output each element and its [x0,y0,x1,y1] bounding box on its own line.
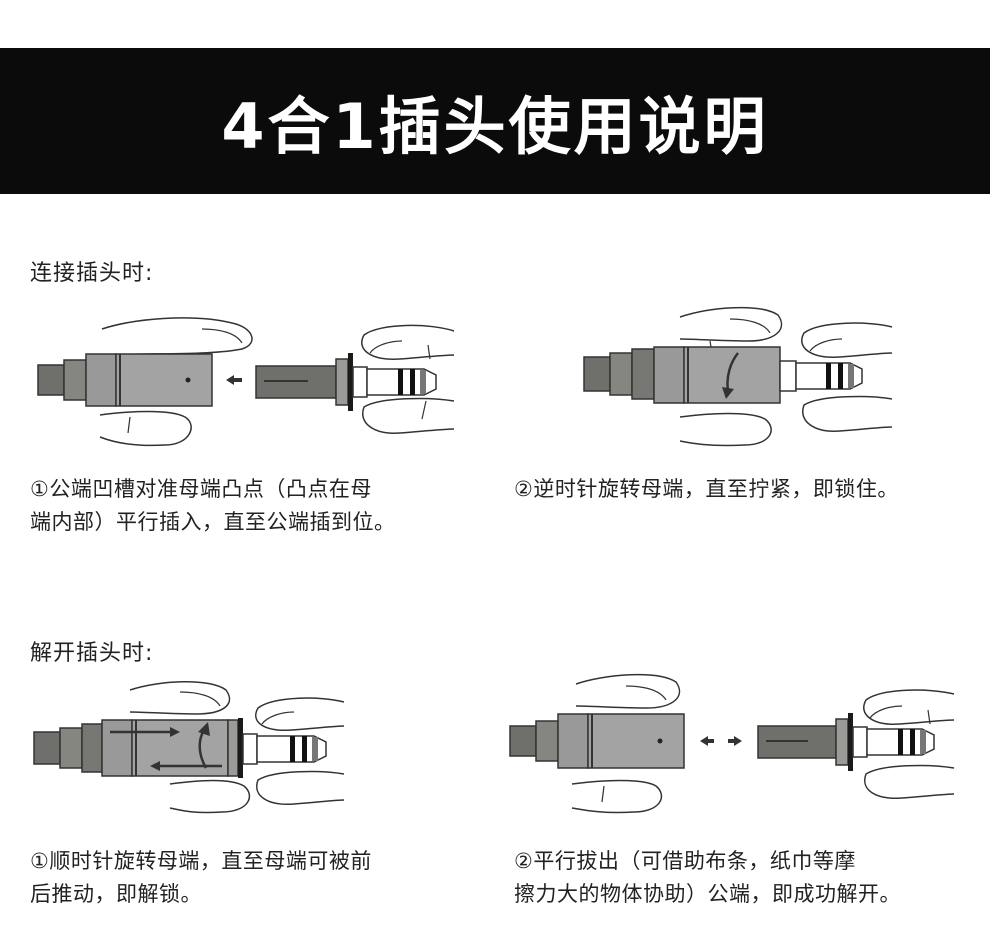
release-step1-line2: 后推动，即解锁。 [30,882,202,906]
title-banner: 4合1插头使用说明 [0,48,990,194]
straight-arrow-icon [110,727,222,771]
male-connector [242,733,327,765]
male-connector [255,353,437,411]
connect-step1-line1: ①公端凹槽对准母端凸点（凸点在母 [30,477,372,501]
arrow-left-icon [700,736,714,746]
female-connector [37,353,213,407]
connect-heading: 连接插头时: [30,261,154,286]
curved-arrow-icon [726,352,739,392]
connect-step1-caption: ①公端凹槽对准母端凸点（凸点在母 端内部）平行插入，直至公端插到位。 [30,473,396,539]
connect-rotate-illustration [583,306,893,447]
release-step2-line2: 擦力大的物体协助）公端，即成功解开。 [514,882,901,906]
arrow-left-icon [226,375,242,385]
release-heading: 解开插头时: [30,641,154,666]
hand-outline-icon [679,306,783,447]
female-connector [509,713,685,769]
connect-insert-illustration [37,317,455,447]
release-step2-line1: ②平行拔出（可借助布条，纸巾等摩 [514,849,856,873]
connect-step1-line2: 端内部）平行插入，直至公端插到位。 [30,510,396,534]
hand-outline-icon [255,697,345,805]
hand-outline-icon [99,317,253,447]
connect-step2-line1: ②逆时针旋转母端，直至拧紧，即锁住。 [514,477,899,501]
female-connector [583,346,781,404]
release-step1-line1: ①顺时针旋转母端，直至母端可被前 [30,849,372,873]
hand-outline-icon [361,324,455,434]
release-pull-illustration [509,673,955,814]
hand-outline-icon [129,681,251,814]
hand-outline-icon [863,689,955,799]
page-title: 4合1插头使用说明 [221,90,769,163]
male-connector [779,360,863,392]
release-step1-caption: ①顺时针旋转母端，直至母端可被前 后推动，即解锁。 [30,845,372,911]
female-connector [33,718,243,778]
arrow-right-icon [728,736,742,746]
release-step2-caption: ②平行拔出（可借助布条，纸巾等摩 擦力大的物体协助）公端，即成功解开。 [514,845,901,911]
male-connector [757,713,935,771]
hand-outline-icon [571,673,681,814]
release-rotate-illustration [33,681,345,814]
connect-step2-caption: ②逆时针旋转母端，直至拧紧，即锁住。 [514,473,899,506]
hand-outline-icon [801,322,893,432]
